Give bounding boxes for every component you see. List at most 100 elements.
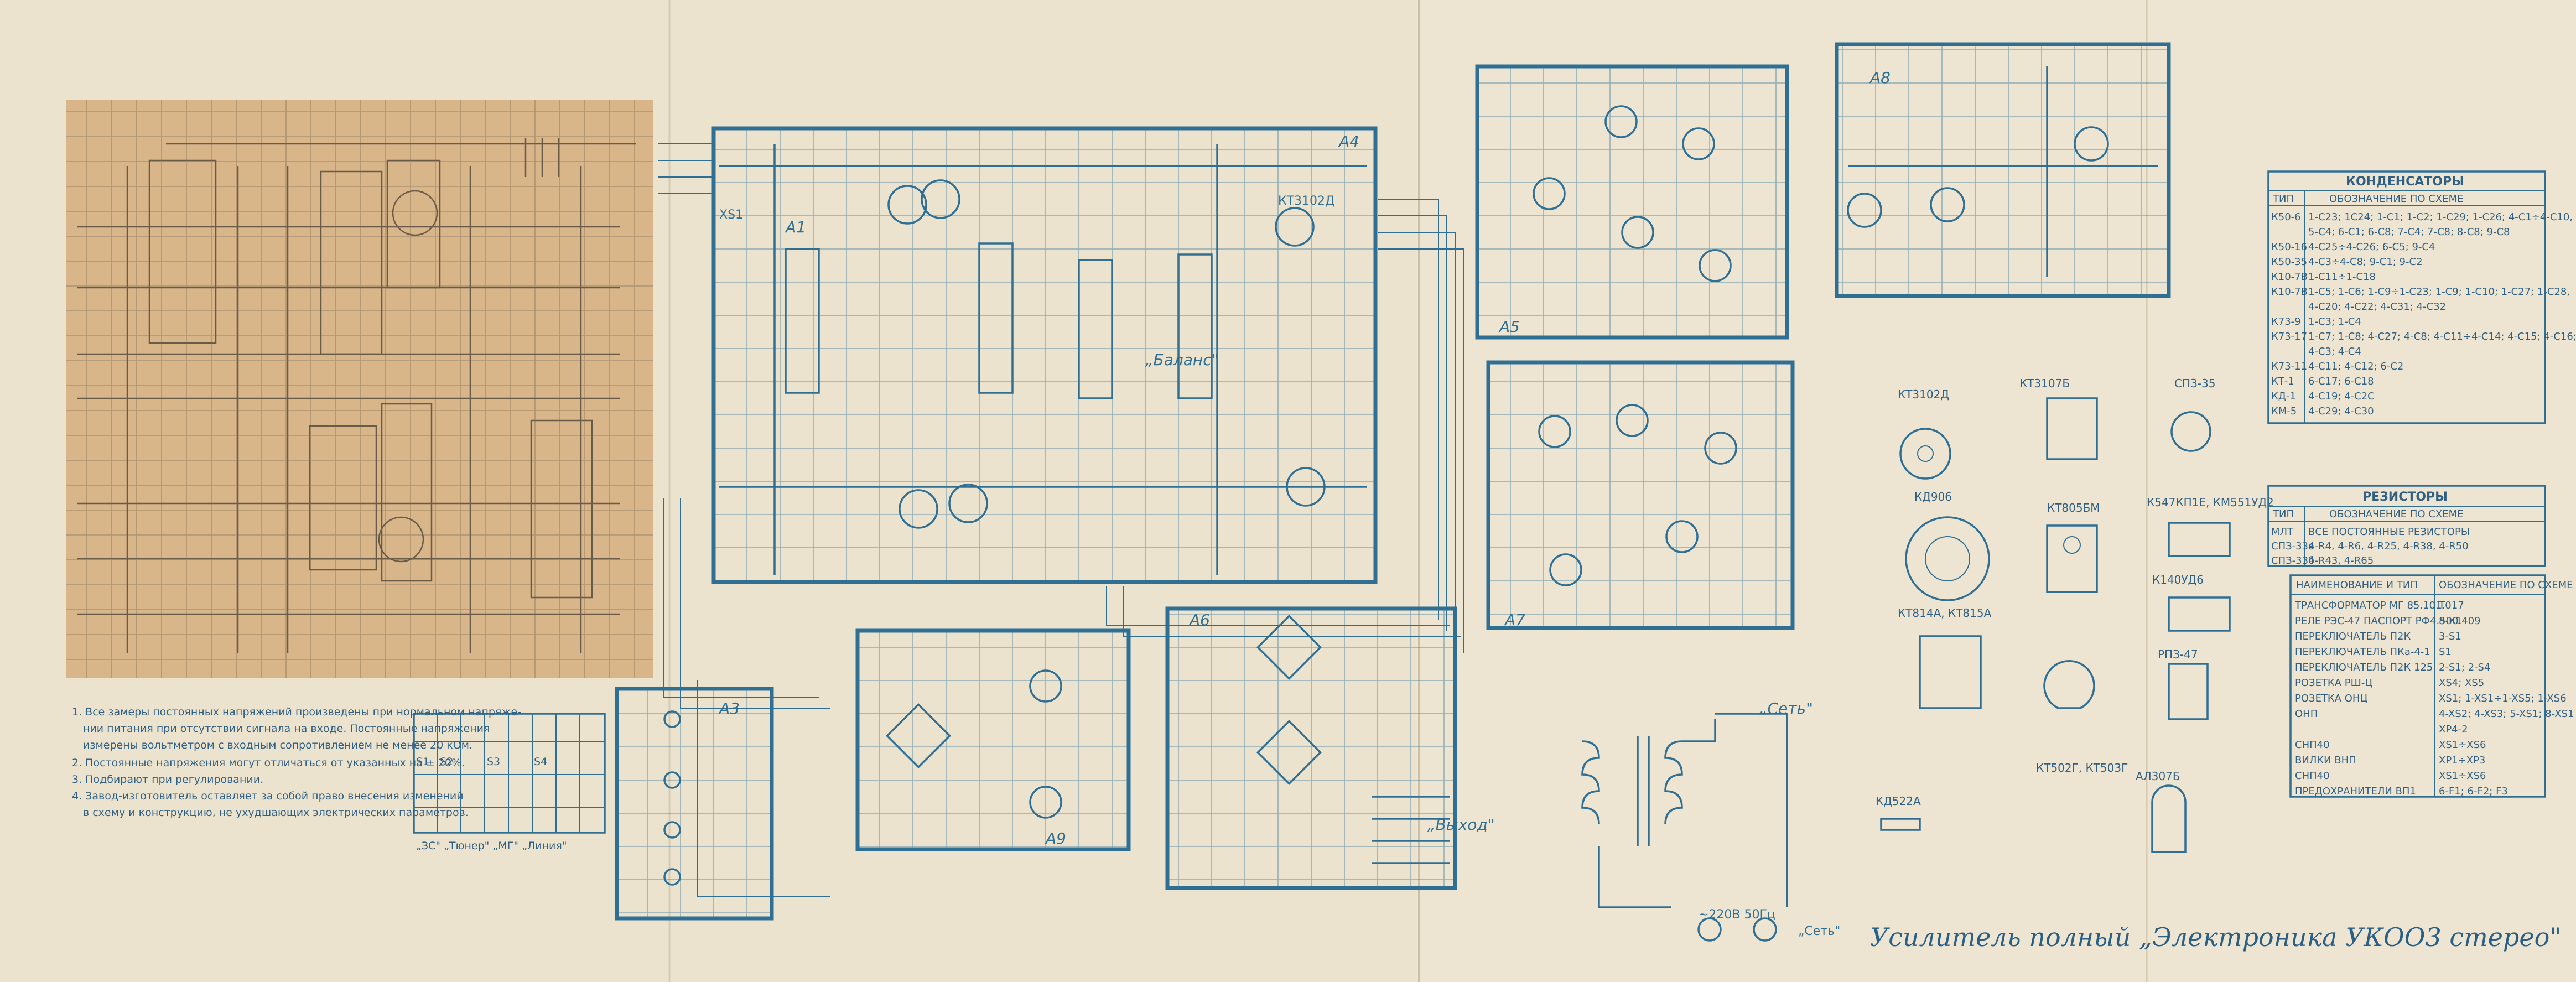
capacitor-row-type: К73-11 bbox=[2271, 361, 2307, 372]
pkg-sp3-35: СПЗ-35 bbox=[2174, 377, 2216, 390]
capacitor-row-designation: 6-С17; 6-С18 bbox=[2308, 376, 2374, 387]
capacitors-heading: КОНДЕНСАТОРЫ bbox=[2346, 175, 2464, 189]
resistors-heading: РЕЗИСТОРЫ bbox=[2362, 490, 2448, 504]
part-row-designation: 4-XS2; 4-XS3; 5-XS1; 8-XS1 bbox=[2439, 708, 2574, 720]
resistors-col-designation: ОБОЗНАЧЕНИЕ ПО СХЕМЕ bbox=[2329, 508, 2463, 520]
part-row-name: ОНП bbox=[2295, 708, 2318, 720]
sheet-title: Усилитель полный „Электроника УКОО3 стер… bbox=[1870, 922, 2561, 952]
capacitor-row-designation: 1-С3; 1-С4 bbox=[2308, 316, 2361, 328]
capacitor-row-type: КМ-5 bbox=[2271, 406, 2297, 417]
pasted-correction-patch bbox=[66, 100, 653, 678]
capacitor-row-type: К50-35 bbox=[2271, 256, 2307, 268]
resistors-col-type: ТИП bbox=[2272, 508, 2294, 520]
pkg-k547: К547КП1Е, КМ551УД2 bbox=[2147, 496, 2274, 509]
part-row-name: ПЕРЕКЛЮЧАТЕЛЬ П2К bbox=[2295, 631, 2411, 642]
part-row-designation: XS1; 1-XS1÷1-XS5; 1-XS6 bbox=[2439, 693, 2567, 704]
part-row-designation: Т bbox=[2438, 600, 2445, 611]
block-a1-label: А1 bbox=[785, 218, 806, 236]
part-row-designation: S1 bbox=[2439, 646, 2452, 658]
parts-col-name: НАИМЕНОВАНИЕ И ТИП bbox=[2296, 579, 2418, 591]
capacitor-table: КОНДЕНСАТОРЫ ТИП ОБОЗНАЧЕНИЕ ПО СХЕМЕ К5… bbox=[2267, 170, 2576, 424]
part-row-designation: XP4-2 bbox=[2439, 724, 2468, 735]
pkg-kd906: КД906 bbox=[1914, 490, 1952, 503]
block-a8-label: А8 bbox=[1869, 69, 1891, 87]
part-row-designation: XS1÷XS6 bbox=[2439, 739, 2486, 751]
pkg-kt3107b: КТ3107Б bbox=[2019, 377, 2070, 390]
capacitor-row-type: КТ-1 bbox=[2271, 376, 2294, 387]
capacitor-row-type: К10-7В bbox=[2271, 286, 2308, 298]
switch-table: S1 S2 S3 S4 „ЗС" „Тюнер" „МГ" „Линия" bbox=[413, 713, 606, 852]
capacitor-row-type: К50-6 bbox=[2271, 211, 2301, 223]
part-row-designation: XP1÷XP3 bbox=[2439, 755, 2485, 766]
pkg-kt805bm: КТ805БМ bbox=[2047, 501, 2100, 515]
part-row-name: ПРЕДОХРАНИТЕЛИ ВП1 bbox=[2295, 786, 2416, 797]
capacitor-row-designation: 4-С29; 4-С30 bbox=[2308, 406, 2374, 417]
part-row-designation: XS1÷XS6 bbox=[2439, 770, 2486, 782]
block-a7-label: А7 bbox=[1504, 611, 1525, 629]
part-row-designation: 8-К1 bbox=[2439, 615, 2462, 627]
pkg-kt3102d: КТ3102Д bbox=[1898, 388, 1949, 401]
resistor-row-type: СПЗ-33а bbox=[2271, 541, 2314, 552]
switch-row-s3: S3 bbox=[487, 756, 500, 768]
block-a9: А9 bbox=[855, 628, 1131, 851]
part-row-name: СНП40 bbox=[2295, 739, 2330, 751]
capacitor-row-type: К10-7В bbox=[2271, 271, 2308, 283]
pinout-drawings: КТ3102Д КД906 КТ3107Б КТ805БМ КТ814А, КТ… bbox=[1876, 377, 2274, 853]
mains-label: ~220В 50Гц bbox=[1699, 908, 1775, 922]
capacitor-row-type: К50-16 bbox=[2271, 241, 2307, 253]
resistor-row-type: СПЗ-33б bbox=[2271, 555, 2314, 567]
note-line: измерены вольтметром с входным сопротивл… bbox=[83, 739, 472, 751]
capacitor-row-designation: 1-С11÷1-С18 bbox=[2308, 271, 2376, 283]
block-a6: А6 „Выход" bbox=[1165, 606, 1495, 890]
block-a4-label: А4 bbox=[1338, 132, 1359, 150]
block-a7: А7 bbox=[1486, 360, 1795, 630]
note-line: нии питания при отсутствии сигнала на вх… bbox=[83, 723, 490, 735]
part-row-designation: XS4; XS5 bbox=[2439, 677, 2484, 689]
capacitor-row-designation: 5-С4; 6-С1; 6-С8; 7-С4; 7-С8; 8-С8; 9-С8 bbox=[2308, 226, 2510, 238]
capacitor-row-type: КД-1 bbox=[2271, 391, 2296, 402]
pkg-kt502: КТ502Г, КТ503Г bbox=[2036, 761, 2128, 775]
switch-row-s4: S4 bbox=[534, 756, 547, 768]
block-a9-label: А9 bbox=[1045, 829, 1066, 848]
mains-switch-label: „Сеть" bbox=[1759, 699, 1813, 718]
note-line: 2. Постоянные напряжения могут отличатьс… bbox=[72, 757, 465, 769]
part-row-name: ПЕРЕКЛЮЧАТЕЛЬ П2К 125 bbox=[2295, 662, 2433, 673]
part-row-name: СНП40 bbox=[2295, 770, 2330, 782]
capacitors-col-designation: ОБОЗНАЧЕНИЕ ПО СХЕМЕ bbox=[2329, 193, 2463, 205]
notes: 1. Все замеры постоянных напряжений прои… bbox=[72, 706, 521, 819]
pkg-k140ud: К140УД6 bbox=[2152, 573, 2204, 586]
capacitor-row-designation: 4-С11; 4-С12; 6-С2 bbox=[2308, 361, 2403, 372]
capacitor-row-type: К73-17 bbox=[2271, 331, 2307, 342]
capacitor-row-designation: 4-С3; 4-С4 bbox=[2308, 346, 2361, 357]
balance-label: „Баланс" bbox=[1145, 351, 1219, 369]
xs1-ref: XS1 bbox=[719, 208, 743, 222]
part-row-designation: 3-S1 bbox=[2439, 631, 2461, 642]
capacitor-row-designation: 4-С3÷4-С8; 9-С1; 9-С2 bbox=[2308, 256, 2423, 268]
part-row-name: ВИЛКИ ВНП bbox=[2295, 755, 2356, 766]
capacitor-row-designation: 4-С25÷4-С26; 6-С5; 9-С4 bbox=[2308, 241, 2435, 253]
note-line: в схему и конструкцию, не ухудшающих эле… bbox=[83, 807, 469, 819]
part-row-designation: 2-S1; 2-S4 bbox=[2439, 662, 2490, 673]
block-a3-label: А3 bbox=[718, 699, 740, 718]
capacitor-row-designation: 4-С19; 4-С2С bbox=[2308, 391, 2375, 402]
part-row-designation: 6-F1; 6-F2; F3 bbox=[2439, 786, 2508, 797]
capacitors-col-type: ТИП bbox=[2272, 193, 2294, 205]
block-a6-label: А6 bbox=[1188, 611, 1210, 629]
block-a5-label: А5 bbox=[1498, 318, 1520, 336]
switch-footer: „ЗС" „Тюнер" „МГ" „Линия" bbox=[416, 840, 567, 852]
part-row-name: РОЗЕТКА ОНЦ bbox=[2295, 693, 2367, 704]
capacitor-row-designation: 4-С20; 4-С22; 4-С31; 4-С32 bbox=[2308, 301, 2446, 313]
block-a4: А4 А1 „Баланс" КТ3102Д XS1 bbox=[711, 126, 1378, 584]
block-a5: А5 bbox=[1475, 64, 1789, 340]
part-row-name: ТРАНСФОРМАТОР МГ 85.101.017 bbox=[2294, 600, 2464, 611]
part-row-name: ПЕРЕКЛЮЧАТЕЛЬ ПКа-4-1 bbox=[2295, 646, 2430, 658]
resistor-row-type: МЛТ bbox=[2271, 526, 2294, 538]
capacitor-row-designation: 1-С5; 1-С6; 1-С9÷1-С23; 1-С9; 1-С10; 1-С… bbox=[2308, 286, 2570, 298]
note-line: 3. Подбирают при регулировании. bbox=[72, 773, 263, 786]
parts-table: НАИМЕНОВАНИЕ И ТИП ОБОЗНАЧЕНИЕ ПО СХЕМЕ … bbox=[2289, 574, 2574, 798]
